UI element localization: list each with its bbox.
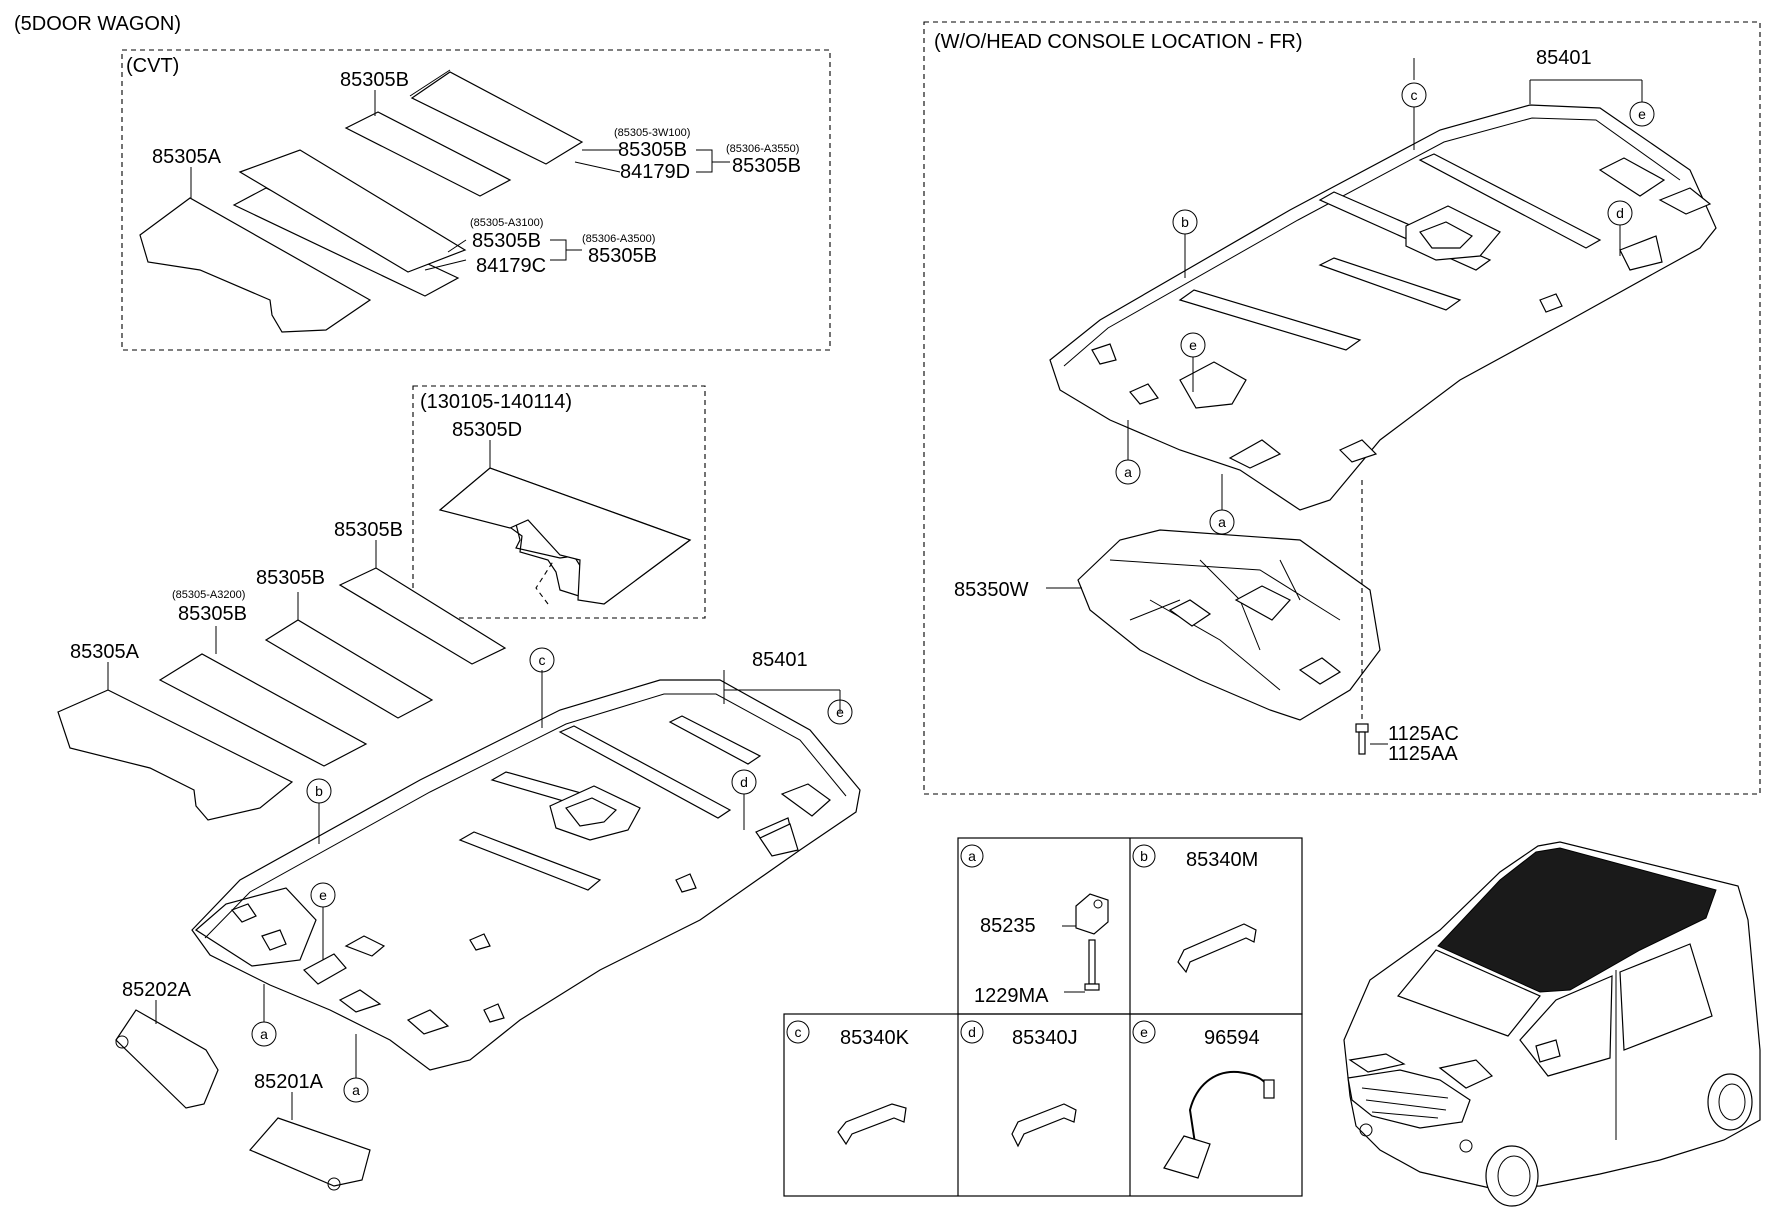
label-1125AC: 1125AC [1388,723,1459,745]
label-85350W: 85350W [954,579,1029,601]
label-85305B-main-c: 85305B [178,603,247,625]
title-5door-wagon: (5DOOR WAGON) [14,13,181,35]
legend-callout-a: a [968,848,976,864]
cvt-box [121,49,831,351]
legend-85340J: 85340J [1012,1027,1078,1049]
headliner-main-body [191,679,861,1071]
wo-head-console-title: (W/O/HEAD CONSOLE LOCATION - FR) [934,31,1303,53]
callout-e-right-top: e [1638,106,1646,122]
headliner-main [191,679,861,1071]
callouts-right: c e b d e a a [1115,82,1655,535]
callout-a-main-1: a [260,1026,268,1042]
callout-d-right: d [1616,205,1624,221]
ref-85305-A3100: (85305-A3100) [470,217,543,229]
label-85305B-main-b: 85305B [256,567,325,589]
cvt-leaders [190,90,730,271]
ref-85305-3W100: (85305-3W100) [614,127,690,139]
callout-a-right-1: a [1124,464,1132,480]
ref-85306-A3500: (85306-A3500) [582,233,655,245]
headliner-right [1049,104,1717,511]
label-84179D: 84179D [620,161,690,183]
legend-85340M: 85340M [1186,849,1258,871]
main-pads [57,567,507,821]
label-85305B-cvt-top: 85305B [340,69,409,91]
callout-c-right: c [1411,87,1418,103]
legend-callout-b: b [1140,848,1148,864]
label-85305B-r4: 85305B [588,245,657,267]
bolt-1125AC [1355,723,1369,755]
label-85201A: 85201A [254,1071,324,1093]
date-range-box [412,385,706,619]
wo-head-console-box [923,21,1761,795]
pad-85305B-c [158,653,368,767]
pad-85305B-b [264,619,434,719]
cvt-pad-85305B-mid [238,149,467,273]
legend-85340K: 85340K [840,1027,910,1049]
head-console-body [1077,529,1381,721]
cvt-pad-85305A [139,197,372,333]
label-85305A-cvt: 85305A [152,146,222,168]
car-illustration [1343,841,1761,1207]
sunvisors [115,1000,371,1191]
callout-b-right: b [1181,214,1189,230]
label-1125AA: 1125AA [1388,743,1458,765]
legend-1229MA: 1229MA [974,985,1049,1007]
label-85305B-r2: 85305B [732,155,801,177]
label-85305B-main-a: 85305B [334,519,403,541]
sunvisor-85201A [249,1117,371,1187]
callout-b-main: b [315,783,323,799]
wire-96594-icon [1163,1070,1275,1179]
label-84179C: 84179C [476,255,546,277]
label-85305B-r1: 85305B [618,139,687,161]
date-range-title: (130105-140114) [420,391,572,413]
label-85305A-main: 85305A [70,641,140,663]
label-85305B-r3: 85305B [472,230,541,252]
pad-85305A-main [57,689,294,821]
ref-85306-A3550: (85306-A3550) [726,143,799,155]
cvt-pad-85305B-top [410,71,584,165]
legend-callout-c: c [795,1024,802,1040]
legend-callout-d: d [968,1024,976,1040]
callout-e-main: e [319,887,327,903]
legend-85235: 85235 [980,915,1036,937]
pad-85305D-fill [438,467,692,605]
pad-85305B-a [338,567,507,665]
clip-85235-icon [1062,893,1109,993]
head-console-85350W [1077,529,1381,721]
callouts-main: c e b d e a a [251,647,853,1103]
legend-callout-e: e [1140,1024,1148,1040]
label-85305D: 85305D [452,419,522,441]
ref-85305-A3200: (85305-A3200) [172,589,245,601]
label-85401-right: 85401 [1536,47,1592,69]
cvt-title: (CVT) [126,55,179,77]
callout-c-main: c [539,652,546,668]
cvt-pad-84179D [344,111,512,197]
callout-e-right: e [1189,337,1197,353]
headliner-right-body [1049,104,1717,511]
callout-d-main: d [740,774,748,790]
legend-96594: 96594 [1204,1027,1260,1049]
callout-a-main-2: a [352,1082,360,1098]
grip-85340J-icon [1011,1103,1077,1148]
label-85401-main: 85401 [752,649,808,671]
callout-e-main-top: e [836,704,844,720]
sunvisor-85202A [115,1009,219,1109]
callout-a-right-2: a [1218,514,1226,530]
cvt-pads [139,69,584,333]
grip-85340K-icon [837,1103,907,1146]
label-85202A: 85202A [122,979,192,1001]
grip-85340M-icon [1177,923,1257,974]
legend-table [783,837,1303,1197]
